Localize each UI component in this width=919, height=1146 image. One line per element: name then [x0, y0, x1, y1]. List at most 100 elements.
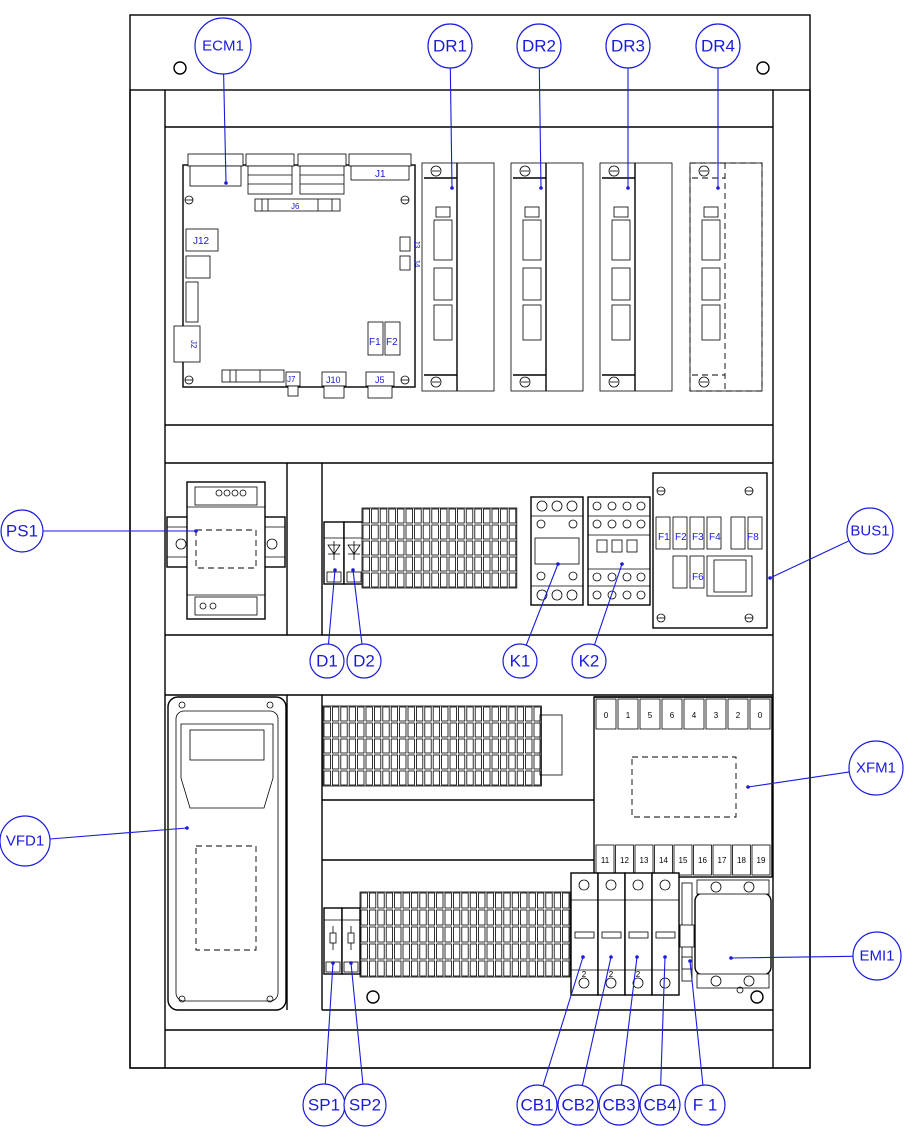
breaker-terminal-number: 2 — [609, 970, 614, 979]
bus1-fuse-board: F1 F2 F3 F4 F8 F6 — [652, 472, 768, 629]
callout-bubble-d1 — [309, 643, 345, 679]
leader-dot-d1 — [333, 568, 337, 572]
xfm-bottom-terminal — [693, 844, 712, 876]
emi1-line-filter — [694, 879, 772, 994]
mounting-hole-top-right — [756, 61, 770, 75]
leader-dot-f1 — [688, 959, 692, 963]
xfm-top-terminal — [617, 698, 639, 730]
xfm-top-terminal-number: 0 — [604, 711, 609, 720]
bus-fuse-label: F4 — [709, 532, 721, 543]
callout-label-dr3: DR3 — [611, 37, 645, 56]
xfm-top-terminal — [661, 698, 683, 730]
xfm-top-terminal — [749, 698, 771, 730]
leader-dot-cb2 — [609, 955, 613, 959]
diode-modules-d1-d2 — [323, 521, 365, 585]
callout-bubble-k2 — [571, 643, 607, 679]
xfm-bottom-terminal-number: 12 — [620, 856, 629, 865]
callout-bubble-d2 — [346, 643, 382, 679]
leader-dot-emi1 — [729, 956, 733, 960]
callout-bubble-sp2 — [343, 1083, 387, 1127]
leader-dot-dr3 — [626, 186, 630, 190]
breaker-terminal-number: 2 — [636, 970, 641, 979]
xfm-top-terminal-number: 4 — [692, 711, 697, 720]
breaker-terminal-number: 2 — [582, 970, 587, 979]
callout-label-ps1: PS1 — [6, 522, 38, 541]
leader-dot-cb3 — [635, 955, 639, 959]
leader-line-k1 — [525, 563, 559, 646]
leader-dot-xfm1 — [746, 785, 750, 789]
xfm-top-terminal — [595, 698, 617, 730]
terminal-row-middle — [322, 705, 542, 787]
enclosure-backplate — [129, 14, 811, 1069]
callout-label-xfm1: XFM1 — [856, 760, 896, 777]
mounting-hole-top-left — [173, 61, 187, 75]
callout-bubble-cb1 — [516, 1084, 558, 1126]
terminal-block-rows — [322, 507, 571, 978]
connector-j2-label: J2 — [189, 340, 198, 349]
xfm-top-terminal — [639, 698, 661, 730]
leader-dot-dr1 — [450, 186, 454, 190]
xfm-top-terminal — [727, 698, 749, 730]
xfm-top-terminal — [705, 698, 727, 730]
bus-fuse-label: F3 — [692, 532, 704, 543]
callout-bubble-ecm1 — [194, 17, 252, 75]
stepper-drives — [421, 162, 763, 392]
callout-bubble-dr1 — [427, 23, 473, 69]
vfd1-drive — [167, 696, 287, 1011]
xfm-bottom-terminal — [732, 844, 751, 876]
leader-dot-cb4 — [663, 955, 667, 959]
xfm-bottom-terminal-number: 14 — [659, 856, 668, 865]
connector-j5-label: J5 — [375, 375, 385, 385]
ecm1-control-board: J1 J6 J12 J3 J4 J2 F1 F2 J7 J10 J5 — [173, 153, 421, 399]
breaker-cb1 — [570, 872, 599, 996]
callout-label-cb2: CB2 — [561, 1096, 594, 1115]
leader-dot-k2 — [620, 562, 624, 566]
callout-label-sp2: SP2 — [349, 1096, 381, 1115]
callout-label-d1: D1 — [316, 652, 338, 671]
callout-bubble-k1 — [502, 643, 538, 679]
callout-label-d2: D2 — [353, 652, 375, 671]
xfm-bottom-terminal — [673, 844, 693, 876]
leader-line-k2 — [593, 563, 623, 646]
callout-bubble-vfd1 — [0, 815, 51, 867]
leader-dot-sp2 — [349, 961, 353, 965]
leader-dot-ecm1 — [224, 181, 228, 185]
xfm-bottom-terminal — [712, 844, 732, 876]
callout-bubble-cb3 — [598, 1084, 640, 1126]
xfm-top-terminal-number: 5 — [648, 711, 653, 720]
xfm-top-terminal-number: 0 — [758, 711, 763, 720]
connector-j1-label: J1 — [375, 169, 386, 180]
connector-j4-label: J4 — [412, 259, 421, 268]
leader-line-f1 — [689, 960, 704, 1086]
xfm-bottom-terminal-number: 17 — [718, 856, 727, 865]
callout-bubble-bus1 — [846, 507, 894, 555]
callout-bubble-emi1 — [852, 931, 902, 981]
callout-label-ecm1: ECM1 — [202, 38, 244, 55]
xfm-top-terminal-number: 3 — [714, 711, 719, 720]
connector-j10-label: J10 — [326, 375, 341, 385]
connector-j3-label: J3 — [412, 240, 421, 249]
leader-line-cb2 — [581, 956, 612, 1086]
leader-dot-k1 — [556, 562, 560, 566]
callout-bubble-dr4 — [695, 23, 741, 69]
xfm-bottom-terminal — [751, 844, 771, 876]
drive-dr1 — [421, 162, 495, 392]
xfm-bottom-terminal-number: 18 — [737, 856, 746, 865]
callout-bubble-f1 — [684, 1084, 726, 1126]
callout-label-k1: K1 — [510, 652, 531, 671]
connector-j7-label: J7 — [287, 375, 296, 384]
breaker-cb2 — [597, 872, 626, 996]
mounting-hole-bottom-left — [366, 990, 380, 1004]
leader-line-bus1 — [769, 540, 850, 579]
leader-line-sp2 — [350, 962, 364, 1085]
callout-label-cb3: CB3 — [602, 1096, 635, 1115]
leader-line-xfm1 — [747, 771, 850, 788]
callout-label-f1: F 1 — [693, 1096, 718, 1115]
callout-label-dr1: DR1 — [433, 37, 467, 56]
leader-line-cb1 — [542, 956, 584, 1087]
leader-line-emi1 — [730, 955, 854, 959]
callout-label-sp1: SP1 — [308, 1096, 340, 1115]
drive-dr4 — [689, 162, 763, 392]
circuit-breakers: 2 2 2 — [570, 872, 695, 996]
